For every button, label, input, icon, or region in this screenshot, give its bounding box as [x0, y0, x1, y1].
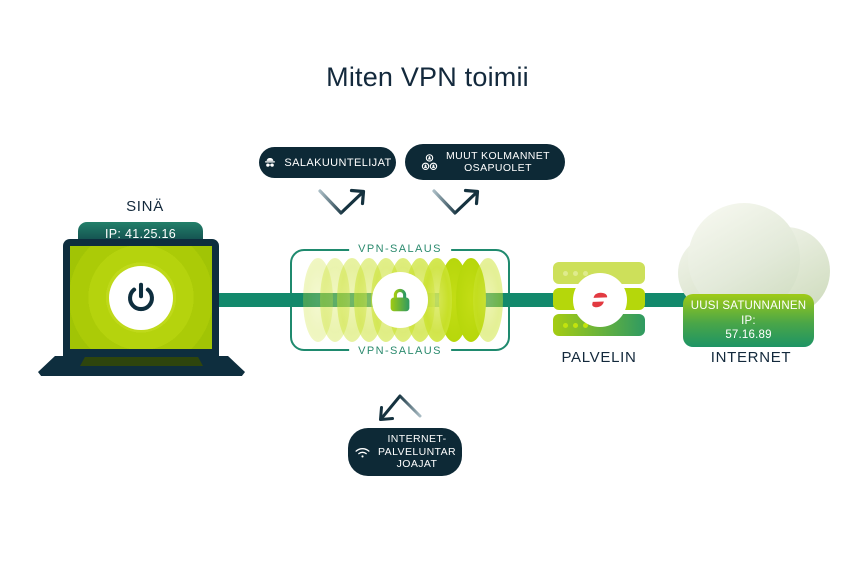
server-badge: [573, 273, 627, 327]
eavesdroppers-label: SALAKUUNTELIJAT: [284, 156, 392, 169]
power-icon: [128, 282, 154, 311]
eavesdroppers-pill: SALAKUUNTELIJAT: [259, 147, 396, 178]
deflect-arrow-left-icon: [318, 188, 366, 215]
wifi-icon: [355, 447, 370, 458]
isp-pill: INTERNET- PALVELUNTAR JOAJAT: [348, 428, 462, 476]
vpn-encryption-label-top: VPN-SALAUS: [349, 243, 451, 255]
laptop-keyboard: [80, 357, 203, 366]
new-ip-badge: UUSI SATUNNAINEN IP: 57.16.89: [683, 294, 814, 347]
deflect-arrow-right-icon: [432, 188, 480, 215]
third-parties-pill: MUUT KOLMANNET OSAPUOLET: [405, 144, 565, 180]
server-label: PALVELIN: [561, 349, 637, 366]
lock-badge: [372, 272, 428, 328]
expressvpn-logo: [591, 292, 608, 308]
laptop-screen: [70, 246, 212, 349]
isp-label: INTERNET- PALVELUNTAR JOAJAT: [378, 433, 456, 471]
vpn-encryption-label-bottom: VPN-SALAUS: [349, 345, 451, 357]
internet-label: INTERNET: [710, 349, 792, 366]
third-parties-label: MUUT KOLMANNET OSAPUOLET: [446, 149, 550, 175]
page-title: Miten VPN toimii: [326, 62, 529, 92]
laptop: [63, 239, 219, 356]
you-label: SINÄ: [126, 198, 164, 215]
spy-icon: [265, 157, 276, 167]
power-button: [109, 265, 173, 330]
group-icon: [421, 153, 438, 170]
deflect-arrow-bottom-icon: [379, 394, 422, 421]
padlock-icon: [390, 288, 410, 312]
